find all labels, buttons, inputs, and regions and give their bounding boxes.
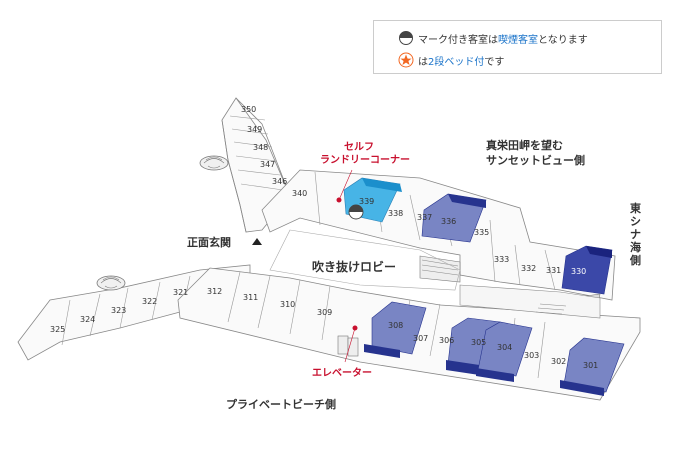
room-350: 350 [241,105,256,114]
room-310: 310 [280,300,295,309]
room-346: 346 [272,177,287,186]
room-349: 349 [247,125,262,134]
room-311: 311 [243,293,258,302]
star-icon [398,52,414,68]
room-306: 306 [439,336,454,345]
room-308: 308 [388,321,403,330]
room-303: 303 [524,351,539,360]
elevator-label: エレベーター [312,368,372,379]
room-304: 304 [497,343,512,352]
atrium-lobby-label: 吹き抜けロビー [312,260,397,274]
room-307: 307 [413,334,428,343]
legend-smoking: マーク付き客室は喫煙客室となります [398,29,588,47]
room-337: 337 [417,213,432,222]
east-china-sea-label: 東シナ海側 [630,202,641,267]
room-305: 305 [471,338,486,347]
elevator-block [337,325,359,363]
legend-smoking-highlight: 喫煙客室 [498,34,538,46]
laundry-label-1: セルフ [344,142,374,153]
room-333: 333 [494,255,509,264]
staircase-icon [199,155,229,171]
room-323: 323 [111,306,126,315]
legend-smoking-suffix: となります [538,34,588,46]
legend-bunk-prefix: は [418,56,428,68]
room-numbers: 350 349 348 347 346 340 339 338 337 336 … [50,105,598,370]
staircase-icon [96,275,126,291]
room-302: 302 [551,357,566,366]
room-330: 330 [571,267,586,276]
stairs-block [419,255,461,283]
room-339: 339 [359,197,374,206]
room-335: 335 [474,228,489,237]
wing-south [177,267,641,401]
legend-smoking-prefix: マーク付き客室は [418,34,498,46]
room-301: 301 [583,361,598,370]
room-324: 324 [80,315,95,324]
room-322: 322 [142,297,157,306]
room-348: 348 [253,143,268,152]
sunset-view-label-1: 真栄田岬を望む [486,139,563,152]
main-entrance-arrow-icon [252,238,262,245]
room-321: 321 [173,288,188,297]
laundry-label-2: ランドリーコーナー [320,155,410,166]
legend-bunk-suffix: です [484,56,505,68]
room-347: 347 [260,160,275,169]
room-340: 340 [292,189,307,198]
private-beach-label: プライベートビーチ側 [226,398,336,411]
wing-upper [261,169,616,307]
stairs-block [535,303,567,315]
room-312: 312 [207,287,222,296]
smoking-mark-icon [348,204,364,220]
sunset-view-label-2: サンセットビュー側 [486,154,585,167]
atrium-void [269,229,461,291]
smoking-mark-icon [399,31,413,45]
main-entrance-label: 正面玄関 [187,236,231,249]
room-325: 325 [50,325,65,334]
room-336: 336 [441,217,456,226]
room-332: 332 [521,264,536,273]
legend-bunk-highlight: 2段ベッド付 [428,56,485,68]
room-331: 331 [546,266,561,275]
room-338: 338 [388,209,403,218]
room-309: 309 [317,308,332,317]
